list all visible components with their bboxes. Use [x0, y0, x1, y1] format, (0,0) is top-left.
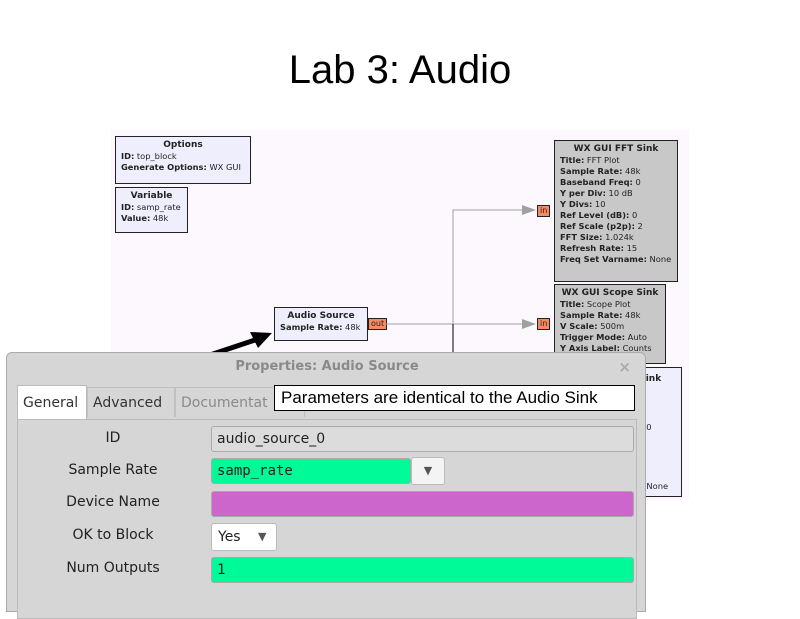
ok-to-block-label: OK to Block: [72, 527, 154, 543]
param-value: 500m: [597, 321, 625, 331]
param-fragment: : None: [641, 481, 669, 491]
param-key: FFT Size:: [560, 232, 603, 242]
param-value: 10: [592, 199, 606, 209]
param-key: Value:: [121, 213, 151, 223]
variable-block[interactable]: Variable ID: samp_rate Value: 48k: [115, 187, 188, 233]
block-title: Variable: [130, 191, 173, 201]
param-value: 48k: [150, 213, 169, 223]
slide-title: Lab 3: Audio: [288, 48, 512, 92]
param-key: Generate Options:: [121, 162, 207, 172]
param-value: Counts: [619, 343, 652, 353]
param-key: ID:: [121, 202, 135, 212]
param-key: Y Divs:: [560, 199, 593, 209]
num-outputs-label: Num Outputs: [66, 560, 160, 576]
block-title: Audio Source: [287, 311, 355, 321]
out-port[interactable]: out: [368, 318, 388, 330]
param-key: Sample Rate:: [560, 310, 623, 320]
tab-general[interactable]: General: [17, 385, 87, 419]
in-port[interactable]: in: [537, 318, 551, 330]
param-key: Y Axis Label:: [560, 343, 620, 353]
param-value: 48k: [622, 310, 641, 320]
param-value: 0: [629, 210, 638, 220]
param-key: Freq Set Varname:: [560, 254, 647, 264]
param-key: Ref Level (dB):: [560, 210, 630, 220]
param-key: Trigger Mode:: [560, 332, 626, 342]
ok-to-block-select[interactable]: Yes ▼: [211, 523, 277, 551]
block-title: Options: [163, 140, 203, 150]
chevron-down-icon: ▼: [258, 530, 267, 543]
param-key: Ref Scale (p2p):: [560, 221, 635, 231]
param-value: 48k: [622, 166, 641, 176]
audio-source-block[interactable]: Audio Source Sample Rate: 48k: [274, 307, 368, 341]
param-value: top_block: [134, 151, 177, 161]
callout-box: Parameters are identical to the Audio Si…: [274, 385, 635, 411]
close-icon[interactable]: ×: [618, 358, 631, 376]
dialog-title: Properties: Audio Source: [235, 359, 419, 374]
block-title-fragment: l Sink: [633, 374, 662, 384]
sample-rate-field[interactable]: samp_rate: [211, 458, 411, 484]
params-panel: ID audio_source_0 Sample Rate samp_rate …: [17, 419, 637, 619]
param-key: Y per Div:: [560, 188, 606, 198]
param-value: None: [646, 254, 672, 264]
param-key: V Scale:: [560, 321, 598, 331]
scope-sink-block[interactable]: WX GUI Scope Sink Title: Scope Plot Samp…: [554, 284, 666, 364]
id-label: ID: [105, 430, 121, 446]
chevron-down-icon[interactable]: ▼: [411, 457, 445, 485]
block-title: WX GUI Scope Sink: [561, 288, 659, 298]
param-value: Scope Plot: [584, 299, 631, 309]
param-value: Auto: [625, 332, 647, 342]
param-value: FFT Plot: [584, 155, 620, 165]
options-block[interactable]: Options ID: top_block Generate Options: …: [115, 136, 251, 184]
param-key: Title:: [560, 299, 585, 309]
param-key: Sample Rate:: [560, 166, 623, 176]
num-outputs-field[interactable]: 1: [211, 557, 634, 583]
sample-rate-label: Sample Rate: [68, 462, 158, 478]
block-title: WX GUI FFT Sink: [573, 144, 659, 154]
tab-advanced[interactable]: Advanced: [87, 387, 175, 417]
param-fragment: 00: [641, 422, 652, 432]
param-value: 48k: [342, 322, 361, 332]
ok-to-block-value: Yes: [218, 529, 241, 545]
param-value: WX GUI: [206, 162, 241, 172]
id-field[interactable]: audio_source_0: [211, 426, 634, 452]
param-key: ID:: [121, 151, 135, 161]
in-port[interactable]: in: [537, 205, 551, 217]
param-value: samp_rate: [134, 202, 181, 212]
param-value: 15: [623, 243, 638, 253]
param-key: Refresh Rate:: [560, 243, 624, 253]
device-name-label: Device Name: [66, 494, 160, 510]
param-value: 2: [634, 221, 643, 231]
param-value: 1.024k: [602, 232, 634, 242]
param-key: Baseband Freq:: [560, 177, 633, 187]
param-value: 0: [632, 177, 641, 187]
param-key: Title:: [560, 155, 585, 165]
param-value: 10 dB: [605, 188, 633, 198]
fft-sink-block[interactable]: WX GUI FFT Sink Title: FFT Plot Sample R…: [554, 140, 678, 282]
device-name-field[interactable]: [211, 491, 634, 517]
param-key: Sample Rate:: [280, 322, 343, 332]
